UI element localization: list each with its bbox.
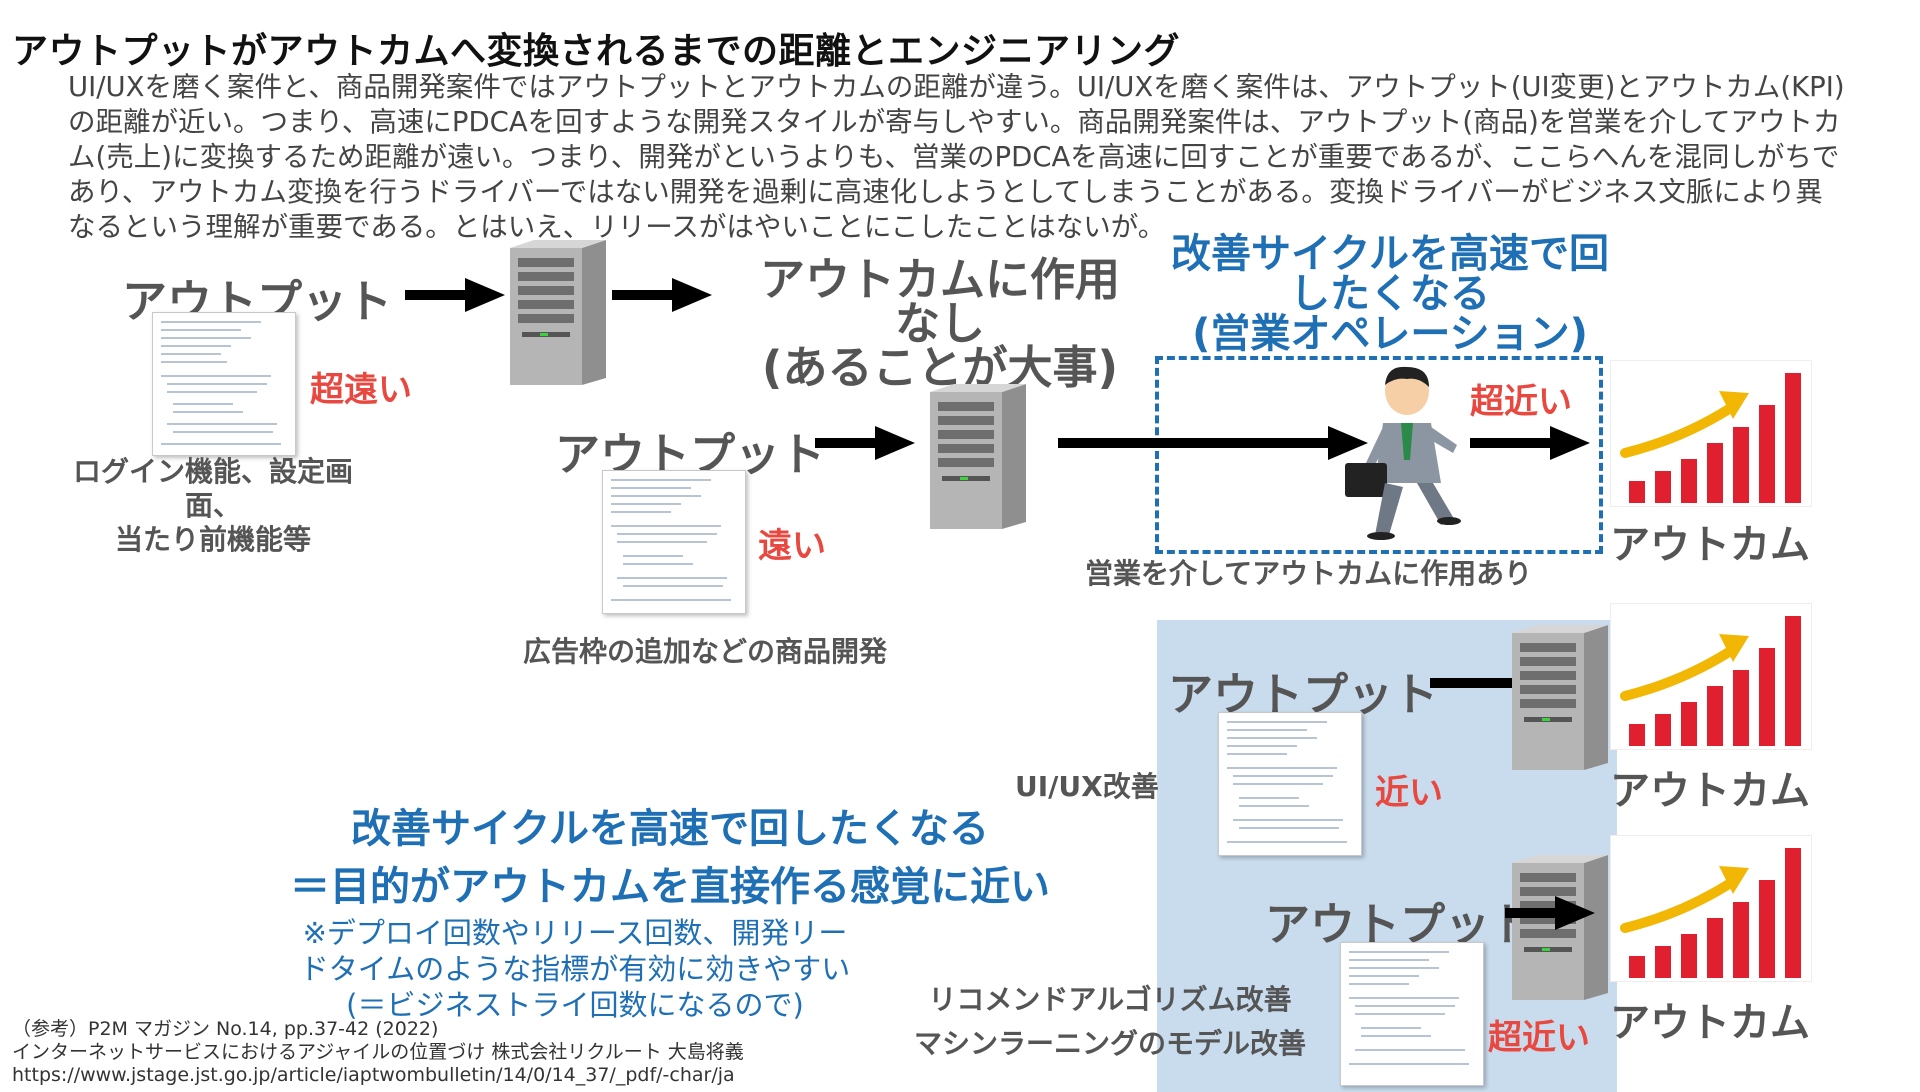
row2-sales-distance-label: 超近い [1470,382,1572,422]
row2-caption: 広告枠の追加などの商品開発 [522,635,887,668]
row1-caption-line: ログイン機能、設定画面、 [72,455,353,522]
server-icon [1512,625,1608,770]
arrow-right-icon [1058,426,1368,460]
row4-label: リコメンドアルゴリズム改善 マシンラーニングのモデル改善 [880,978,1340,1066]
row1-result-line: (あることが大事) [761,341,1119,394]
summary-line: ム(売上)に変換するため距離が遠い。つまり、開発がというよりも、営業のPDCAを… [68,141,1840,173]
summary-line: UI/UXを磨く案件と、商品開発案件ではアウトプットとアウトカムの距離が違う。U… [68,71,1845,103]
reference-line: （参考）P2M マガジン No.14, pp.37-42 (2022) [12,1018,439,1040]
code-document-icon [602,470,746,614]
server-icon [930,384,1026,529]
row4-distance-label: 超近い [1488,1018,1590,1058]
code-document-icon [1340,942,1484,1086]
server-icon [510,240,606,385]
row1-distance-label: 超遠い [310,370,412,410]
growth-chart-icon [1610,360,1812,507]
growth-chart-icon [1610,835,1812,982]
row2-outcome-label: アウトカム [1610,522,1810,568]
sales-callout-line: (営業オペレーション) [1192,311,1588,357]
reference-citation: （参考）P2M マガジン No.14, pp.37-42 (2022) インター… [12,1018,744,1087]
reference-url: https://www.jstage.jst.go.jp/article/iap… [12,1064,735,1086]
row1-no-effect-label: アウトカムに作用なし (あることが大事) [740,253,1140,394]
code-document-icon [152,312,296,456]
row1-result-line: アウトカムに作用なし [759,253,1120,350]
conclusion-line: 改善サイクルを高速で回したくなる [351,806,989,852]
row4-outcome-label: アウトカム [1610,1000,1810,1046]
arrow-right-icon [815,426,915,460]
row1-caption: ログイン機能、設定画面、 当たり前機能等 [48,455,378,557]
row4-label-line: リコメンドアルゴリズム改善 [928,983,1292,1016]
arrow-right-icon [405,278,505,312]
growth-chart-icon [1610,603,1812,750]
row2-distance-label: 遠い [758,526,826,566]
arrow-right-icon [1505,896,1595,930]
summary-line: の距離が近い。つまり、高速にPDCAを回すような開発スタイルが寄与しやすい。商品… [68,106,1841,138]
row4-label-line: マシンラーニングのモデル改善 [913,1027,1306,1060]
conclusion-note-line: ※デプロイ回数やリリース回数、開発リー [302,916,848,950]
page-title: アウトプットがアウトカムへ変換されるまでの距離とエンジニアリング [12,31,1181,72]
conclusion-heading: 改善サイクルを高速で回したくなる ＝目的がアウトカムを直接作る感覚に近い [270,800,1070,916]
row1-caption-line: 当たり前機能等 [114,523,311,556]
summary-line: あり、アウトカム変換を行うドライバーではない開発を過剰に高速化しようとしてしまう… [68,176,1823,208]
sales-callout: 改善サイクルを高速で回 したくなる (営業オペレーション) [1130,234,1650,354]
businessman-icon [1345,366,1461,540]
conclusion-line: ＝目的がアウトカムを直接作る感覚に近い [290,864,1050,910]
server-icon [1512,855,1608,1000]
conclusion-note-line: ドタイムのような指標が有効に効きやすい [299,952,851,986]
sales-operation-box [1155,356,1603,554]
conclusion-note-line: (＝ビジネストライ回数になるので) [346,988,804,1022]
row3-distance-label: 近い [1375,773,1443,813]
row3-label: UI/UX改善 [1015,770,1159,803]
conclusion-note: ※デプロイ回数やリリース回数、開発リー ドタイムのような指標が有効に効きやすい … [280,915,870,1023]
code-document-icon [1218,712,1362,856]
summary-paragraph: UI/UXを磨く案件と、商品開発案件ではアウトプットとアウトカムの距離が違う。U… [68,70,1888,245]
summary-line: なるという理解が重要である。とはいえ、リリースがはやいことにこしたことはないが。 [68,211,1166,243]
sales-callout-line: したくなる [1290,271,1490,317]
row2-sales-caption: 営業を介してアウトカムに作用あり [1085,557,1533,590]
arrow-right-icon [1470,426,1590,460]
row3-outcome-label: アウトカム [1610,768,1810,814]
reference-line: インターネットサービスにおけるアジャイルの位置づけ 株式会社リクルート 大島将義 [12,1041,744,1063]
arrow-right-icon [612,278,712,312]
sales-callout-line: 改善サイクルを高速で回 [1171,231,1609,277]
